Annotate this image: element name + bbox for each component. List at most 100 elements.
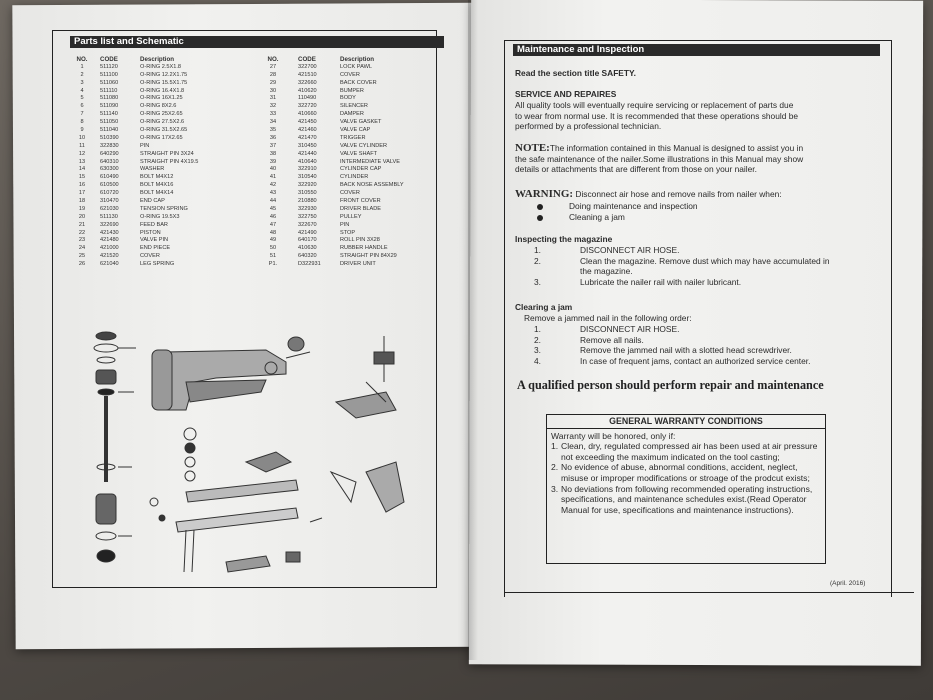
qualified-person-heading: A qualified person should perform repair… <box>517 378 824 392</box>
list-item: the magazine. <box>580 266 633 277</box>
part-code: 621030 <box>100 205 119 212</box>
warranty-condition: 2.No evidence of abuse, abnormal conditi… <box>551 462 810 483</box>
part-code: 511120 <box>100 63 118 70</box>
part-description: O-RING 31.5X2.65 <box>140 127 188 134</box>
warranty-condition: 1.Clean, dry, regulated compressed air h… <box>551 441 818 462</box>
part-description: VALVE CYLINDER <box>340 142 388 149</box>
part-description: END PIECE <box>140 245 171 252</box>
col-description-2: Description <box>340 56 375 63</box>
part-description: BODY <box>340 95 356 102</box>
part-number: 14 <box>78 166 86 173</box>
part-number: 43 <box>269 190 277 197</box>
part-number: 22 <box>78 229 86 236</box>
part-number: 28 <box>269 71 277 78</box>
part-description: O-RING 16.4X1.8 <box>140 87 185 94</box>
part-number: 2 <box>80 71 84 78</box>
part-description: DRIVER BLADE <box>340 205 382 212</box>
warning-label: WARNING: <box>515 188 574 200</box>
part-number: 27 <box>269 63 277 70</box>
part-number: 39 <box>269 158 277 165</box>
part-code: 610720 <box>100 190 119 197</box>
part-number: 4 <box>80 87 84 94</box>
note-label: NOTE: <box>515 142 550 154</box>
part-description: O-RING 19.5X3 <box>140 213 180 220</box>
part-code: 510390 <box>100 134 119 141</box>
part-number: 17 <box>78 190 86 197</box>
part-number: 5 <box>80 95 84 102</box>
part-number: 21 <box>78 221 86 228</box>
part-description: COVER <box>140 253 160 260</box>
bottom-rule <box>504 592 914 593</box>
part-description: LEG SPRING <box>140 261 175 268</box>
part-code: 421000 <box>100 245 119 252</box>
part-description: INTERMEDIATE VALVE <box>340 158 400 165</box>
service-line: performed by a professional technician. <box>515 121 662 132</box>
part-number: 46 <box>269 213 277 220</box>
part-number: 30 <box>269 87 277 94</box>
list-item: 3.Remove the jammed nail with a slotted … <box>534 345 792 356</box>
part-description: COVER <box>340 190 360 197</box>
part-description: STRAIGHT PIN 4X19.5 <box>140 158 199 165</box>
part-description: END CAP <box>140 198 165 205</box>
warning-text: Disconnect air hose and remove nails fro… <box>573 189 782 199</box>
list-item: 4.In case of frequent jams, contact an a… <box>534 355 811 366</box>
service-line: All quality tools will eventually requir… <box>515 100 794 110</box>
part-code: 110490 <box>298 95 317 102</box>
part-number: 16 <box>78 182 86 189</box>
part-description: ROLL PIN 3X28 <box>340 237 380 244</box>
part-code: 410640 <box>298 158 317 165</box>
part-number: 18 <box>78 198 86 205</box>
part-code: 511130 <box>100 213 118 220</box>
part-description: SILENCER <box>340 103 368 110</box>
part-code: 511040 <box>100 127 119 134</box>
part-code: 511090 <box>100 103 119 110</box>
maintenance-header: Maintenance and Inspection <box>513 44 880 56</box>
part-number: 13 <box>78 158 86 165</box>
part-number: 36 <box>269 134 277 141</box>
col-code-2: CODE <box>298 56 316 63</box>
part-number: 42 <box>269 182 277 189</box>
part-description: O-RING 12.2X1.75 <box>140 71 188 78</box>
part-description: STOP <box>340 229 356 236</box>
part-description: WASHER <box>140 166 165 173</box>
revision-date: (April. 2016) <box>830 580 866 587</box>
part-code: 410620 <box>298 87 317 94</box>
part-number: 31 <box>269 95 277 102</box>
warranty-intro: Warranty will be honored, only if: <box>551 430 676 441</box>
warning-bullet: Doing maintenance and inspection <box>537 201 698 211</box>
col-no: NO. <box>76 56 88 63</box>
part-number: 20 <box>78 213 86 220</box>
part-code: 511050 <box>100 119 119 126</box>
part-description: TENSION SPRING <box>140 205 188 212</box>
list-item: 3.Lubricate the nailer rail with nailer … <box>534 276 742 287</box>
part-number: 41 <box>269 174 277 181</box>
part-number: 25 <box>78 253 86 260</box>
part-number: 33 <box>269 111 277 118</box>
part-code: 511100 <box>100 71 118 78</box>
part-code: 421480 <box>100 237 119 244</box>
part-number: 35 <box>269 127 277 134</box>
read-safety-line: Read the section title SAFETY. <box>515 68 636 78</box>
bullet-icon <box>537 203 543 210</box>
part-number: 48 <box>269 229 277 236</box>
part-number: 7 <box>80 111 84 118</box>
part-number: P1. <box>268 261 278 268</box>
part-description: VALVE GASKET <box>340 119 382 126</box>
list-item: 1.DISCONNECT AIR HOSE. <box>534 324 680 334</box>
part-number: 6 <box>80 103 84 110</box>
list-item: 2.Remove all nails. <box>534 334 644 345</box>
part-code: 322700 <box>298 63 317 70</box>
part-description: RUBBER HANDLE <box>340 245 388 252</box>
